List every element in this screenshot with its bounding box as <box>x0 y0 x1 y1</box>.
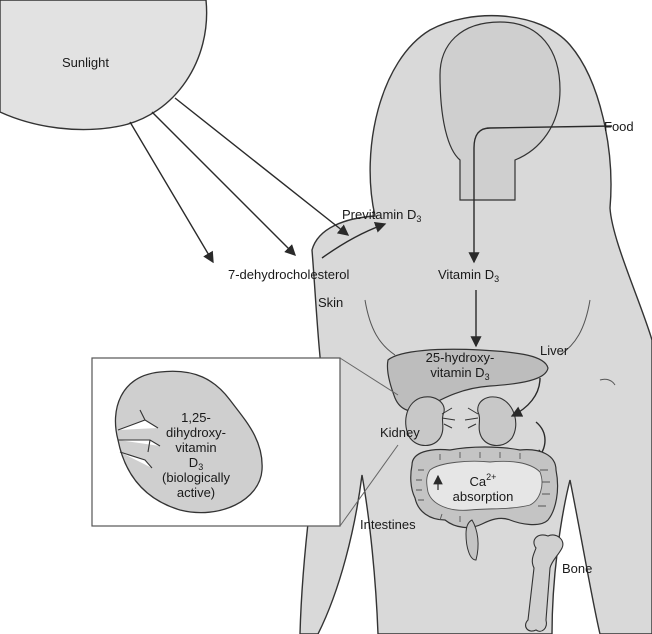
calcium-line: Ca2+ <box>436 474 530 489</box>
calcium-text: Ca <box>470 474 487 489</box>
vitamin-d3-text: Vitamin D <box>438 267 494 282</box>
dihydroxy-d-text: D <box>189 455 198 470</box>
dihydroxy-label: 1,25- dihydroxy- vitamin D3 (biologicall… <box>144 410 248 500</box>
dihydroxy-line1: 1,25- <box>144 410 248 425</box>
liver-label: Liver <box>540 344 568 357</box>
intestines-label: Intestines <box>360 518 416 531</box>
hydroxy-sub: 3 <box>485 372 490 382</box>
sun-ray-3 <box>175 98 348 235</box>
sun-ray-1 <box>130 122 213 262</box>
dihydroxy-line5: (biologically <box>144 470 248 485</box>
previtamin-label: Previtamin D3 <box>342 208 421 221</box>
dihydroxy-line6: active) <box>144 485 248 500</box>
calcium-sup: 2+ <box>486 472 496 482</box>
previtamin-sub: 3 <box>416 214 421 224</box>
skin-label: Skin <box>318 296 343 309</box>
dihydroxy-line2: dihydroxy- <box>144 425 248 440</box>
dihydroxy-line4: D3 <box>144 455 248 470</box>
sunlight-label: Sunlight <box>62 56 109 69</box>
kidney-label: Kidney <box>380 426 420 439</box>
calcium-absorption-label: Ca2+ absorption <box>436 474 530 504</box>
sun-ray-2 <box>152 112 295 255</box>
vitamin-d3-label: Vitamin D3 <box>438 268 499 281</box>
bone-label: Bone <box>562 562 592 575</box>
hydroxy-line2-text: vitamin D <box>430 365 484 380</box>
hydroxy-line1: 25-hydroxy- <box>406 350 514 365</box>
dihydroxy-line3: vitamin <box>144 440 248 455</box>
absorption-line: absorption <box>436 489 530 504</box>
vitamin-d3-sub: 3 <box>494 274 499 284</box>
hydroxy-line2: vitamin D3 <box>406 365 514 380</box>
food-label: Food <box>604 120 634 133</box>
dehydrocholesterol-label: 7-dehydrocholesterol <box>228 268 349 281</box>
hydroxy-label: 25-hydroxy- vitamin D3 <box>406 350 514 380</box>
previtamin-text: Previtamin D <box>342 207 416 222</box>
